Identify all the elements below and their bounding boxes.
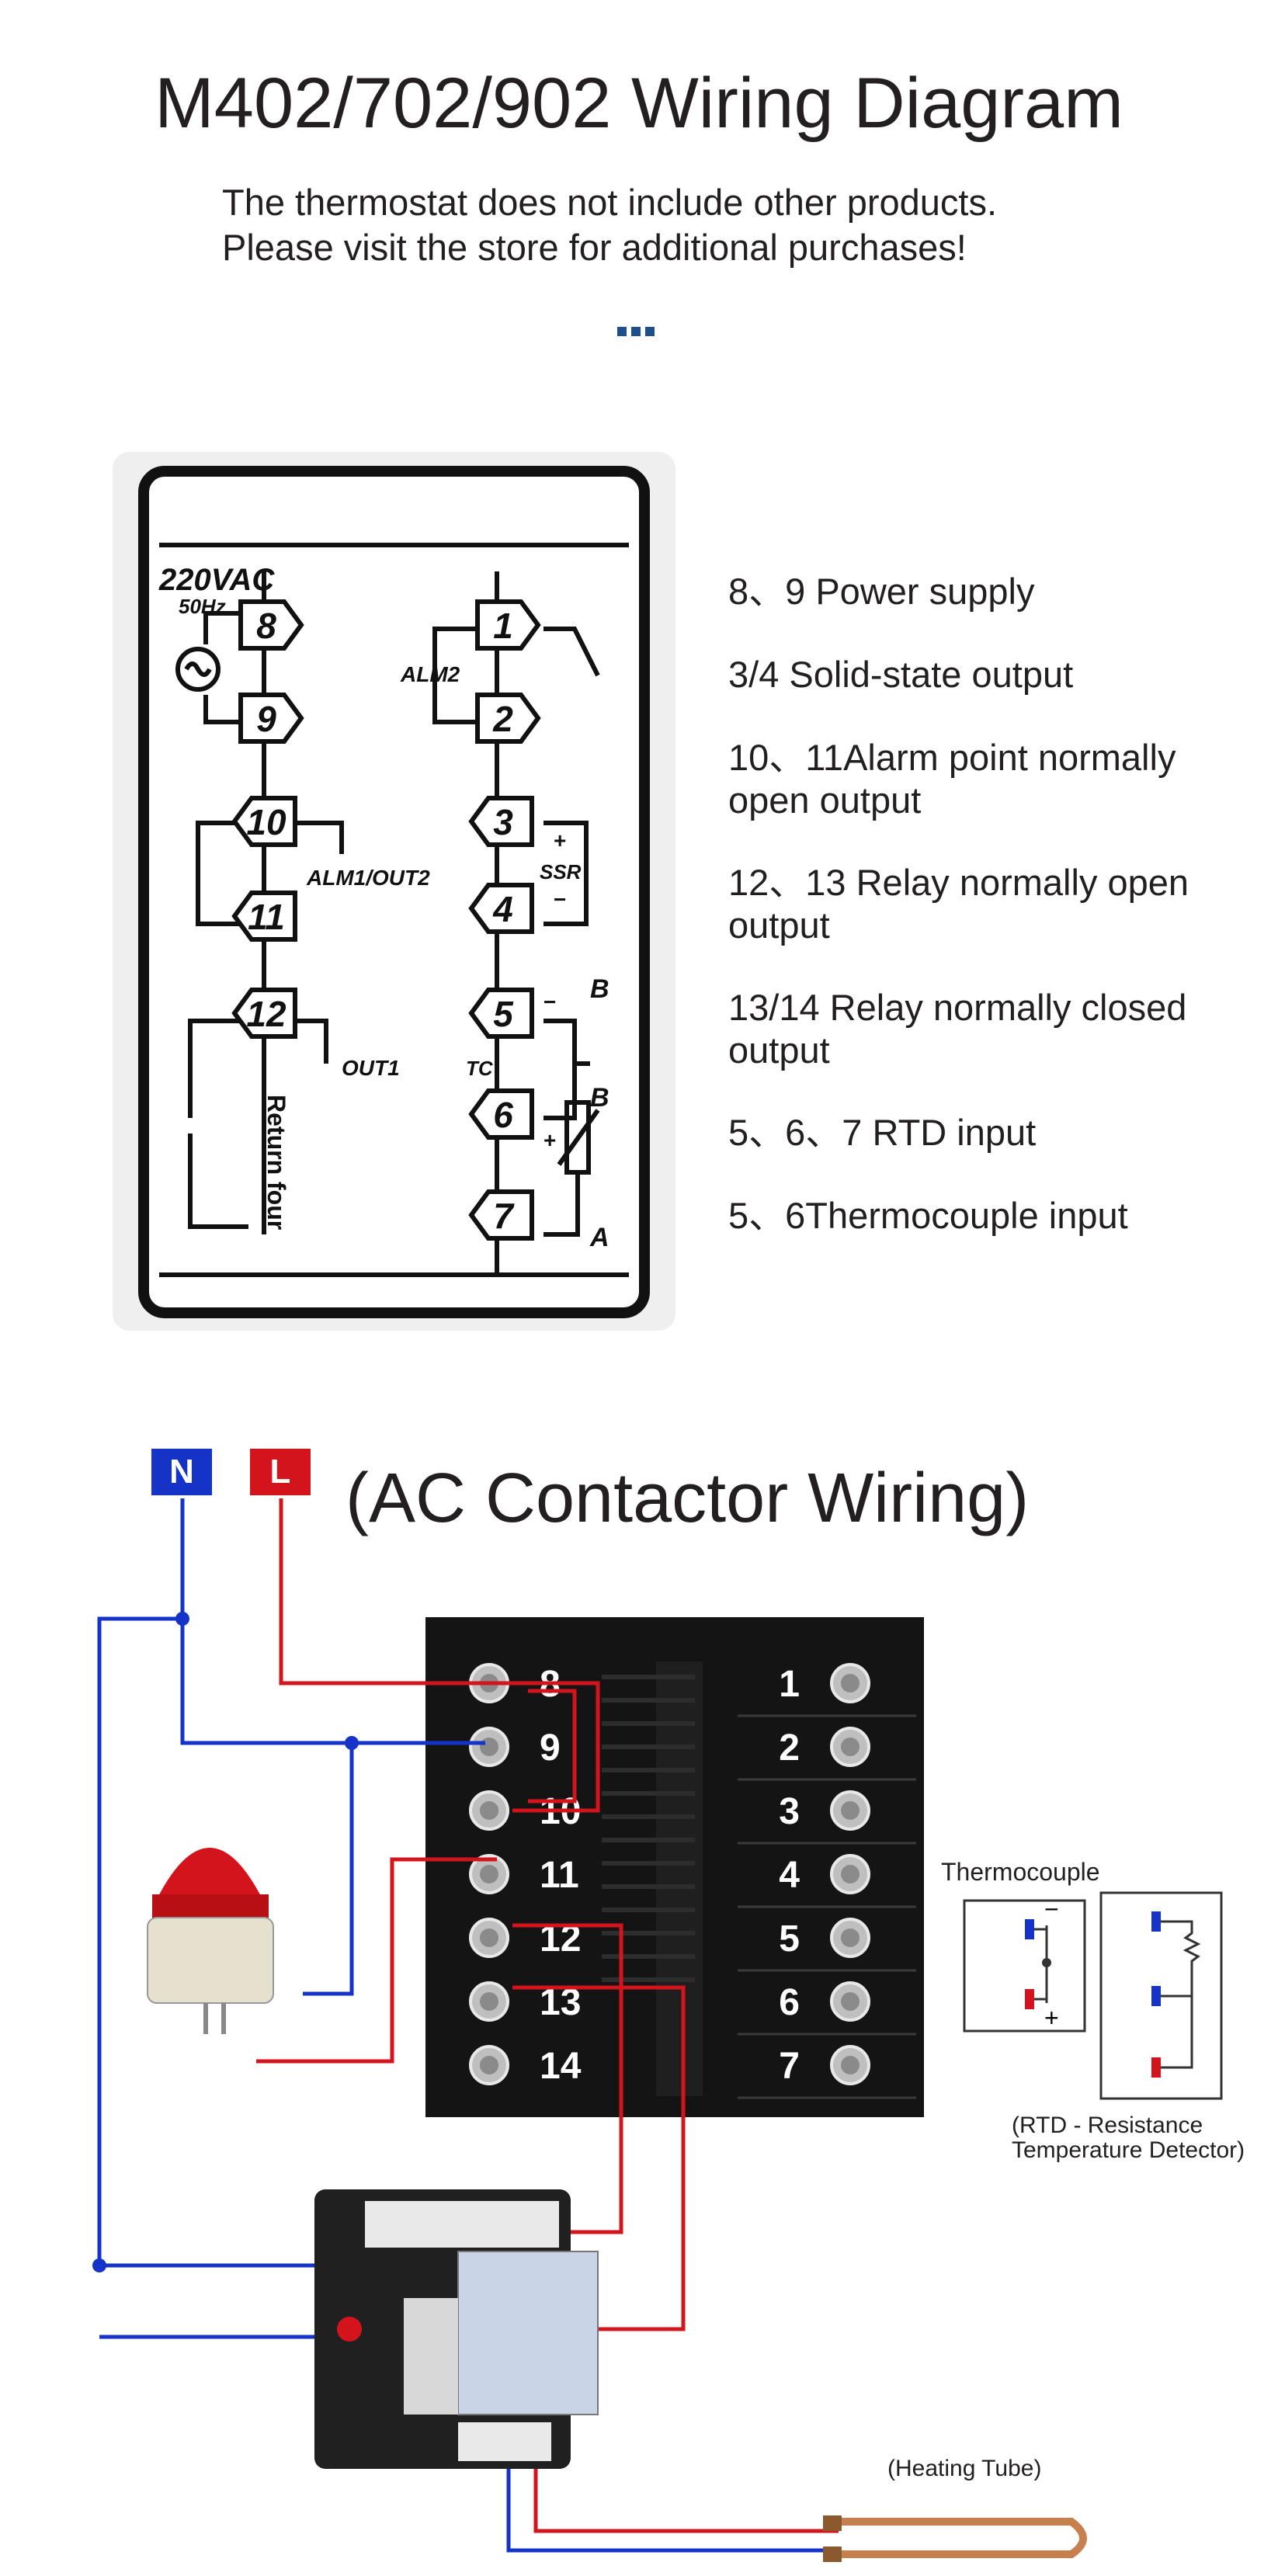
svg-text:−: − — [543, 990, 556, 1014]
supply-label: 220VAC — [158, 563, 275, 597]
controller-terminal: 1 — [779, 1663, 870, 1705]
controller-terminal: 11 — [469, 1854, 579, 1896]
desc-relay-nc-output: 13/14 Relay normally closed output — [728, 987, 1187, 1071]
rtd-label-line-2: Temperature Detector) — [1012, 2137, 1245, 2163]
schematic-terminal: 2 — [475, 693, 541, 744]
controller-terminal-label: 9 — [540, 1727, 561, 1769]
notice-line-1: The thermostat does not include other pr… — [222, 182, 998, 223]
schematic-terminal: 3 — [468, 796, 534, 847]
tc-label: TC — [466, 1057, 494, 1080]
schematic-terminal-label: 5 — [493, 994, 514, 1034]
schematic-terminals-left: 8 9 10 11 12 — [231, 599, 304, 1039]
schematic-terminal: 11 — [231, 890, 297, 942]
controller-terminal-label: 7 — [779, 2046, 800, 2087]
thermocouple-box: − + — [963, 1895, 1086, 2033]
desc-alarm-output: 10、11Alarm point normally open output — [728, 737, 1176, 821]
thermocouple-label: Thermocouple — [941, 1858, 1100, 1886]
controller-slots — [602, 1675, 695, 1982]
schematic-frame — [138, 466, 650, 1318]
desc-solid-state-output: 3/4 Solid-state output — [728, 654, 1074, 695]
controller-terminal: 5 — [779, 1918, 870, 1960]
controller-terminal: 7 — [779, 2045, 870, 2087]
desc-relay-no-output: 12、13 Relay normally open output — [728, 862, 1189, 946]
svg-text:−: − — [1044, 1895, 1059, 1923]
schematic-terminal: 8 — [238, 599, 304, 651]
schematic-lines — [159, 543, 629, 1277]
controller-terminal-label: 14 — [540, 2046, 582, 2087]
svg-text:+: + — [554, 828, 566, 852]
controller-terminal-label: 11 — [540, 1855, 579, 1896]
schematic-terminal: 4 — [468, 883, 534, 934]
rtd-label: (RTD - Resistance Temperature Detector) — [1012, 2113, 1245, 2163]
freq-label: 50Hz — [179, 595, 226, 618]
controller-terminal: 2 — [779, 1727, 870, 1769]
schematic-terminal: 12 — [231, 988, 297, 1039]
schematic-terminal-label: 8 — [256, 606, 276, 646]
controller-terminal: 3 — [779, 1790, 870, 1832]
schematic-terminals-right: 1 2 3 4 5 6 7 — [468, 599, 541, 1241]
schematic-terminal: 10 — [231, 796, 297, 847]
page-title: M402/702/902 Wiring Diagram — [155, 64, 1123, 143]
controller-terminal: 14 — [469, 2045, 582, 2087]
controller-terminal: 6 — [779, 1981, 870, 2023]
desc-power-supply: 8、9 Power supply — [728, 571, 1035, 612]
neutral-tag: N — [151, 1449, 212, 1495]
controller-terminal: 4 — [779, 1854, 870, 1896]
out1-label: OUT1 — [342, 1056, 400, 1080]
ssr-label: SSR — [540, 860, 582, 884]
schematic-terminal-label: 12 — [246, 994, 287, 1034]
alarm-beacon-icon — [147, 1848, 274, 2034]
line-tag: L — [250, 1449, 311, 1495]
notice-text: The thermostat does not include other pr… — [222, 180, 997, 270]
desc-thermocouple-input: 5、6Thermocouple input — [728, 1195, 1128, 1236]
schematic-terminal-label: 1 — [493, 606, 513, 646]
schematic-terminal: 6 — [468, 1088, 534, 1140]
svg-text:+: + — [543, 1128, 556, 1152]
ac-contactor-icon — [314, 2189, 599, 2469]
notice-line-2: Please visit the store for additional pu… — [222, 227, 967, 268]
heating-tube-icon — [839, 2518, 1087, 2558]
schematic-terminal: 7 — [468, 1189, 534, 1241]
controller-terminal-label: 4 — [779, 1855, 800, 1896]
terminal-a-label: A — [589, 1223, 609, 1252]
schematic-terminal-label: 9 — [256, 699, 276, 739]
controller-terminal-label: 3 — [779, 1791, 800, 1832]
controller-terminal-label: 6 — [779, 1982, 800, 2023]
schematic-terminal-label: 6 — [493, 1095, 513, 1135]
controller-terminal-label: 5 — [779, 1918, 800, 1960]
controller-terminal-label: 1 — [779, 1664, 800, 1705]
schematic-terminal: 5 — [468, 988, 534, 1039]
alm2-label: ALM2 — [400, 662, 460, 686]
terminal-b1-label: B — [590, 974, 609, 1004]
rtd-box — [1099, 1891, 1223, 2100]
desc-rtd-input: 5、6、7 RTD input — [728, 1112, 1037, 1153]
ellipsis-dots — [617, 326, 659, 340]
controller-terminal-label: 2 — [779, 1727, 800, 1769]
schematic-terminal-label: 10 — [246, 802, 287, 842]
schematic-terminal-label: 11 — [248, 897, 285, 937]
terminal-b2-label: B — [590, 1083, 609, 1113]
return-four-label: Return four — [262, 1095, 290, 1230]
schematic-terminal: 9 — [238, 693, 304, 744]
svg-text:+: + — [1044, 2004, 1059, 2032]
heating-tube-label: (Heating Tube) — [887, 2456, 1042, 2481]
schematic-terminal-label: 3 — [493, 802, 513, 842]
line-wires — [256, 1498, 839, 2533]
schematic-terminal-label: 2 — [492, 699, 513, 739]
controller-terminals-right: 1 2 3 4 5 6 7 — [738, 1663, 916, 2099]
schematic-terminal-label: 4 — [492, 889, 513, 929]
rtd-label-line-1: (RTD - Resistance — [1012, 2113, 1203, 2138]
ac-contactor-title: (AC Contactor Wiring) — [346, 1460, 1030, 1537]
schematic-terminal-label: 7 — [493, 1196, 515, 1236]
alm1-out2-label: ALM1/OUT2 — [306, 866, 430, 890]
schematic-terminal: 1 — [475, 599, 541, 651]
svg-text:−: − — [554, 887, 566, 911]
